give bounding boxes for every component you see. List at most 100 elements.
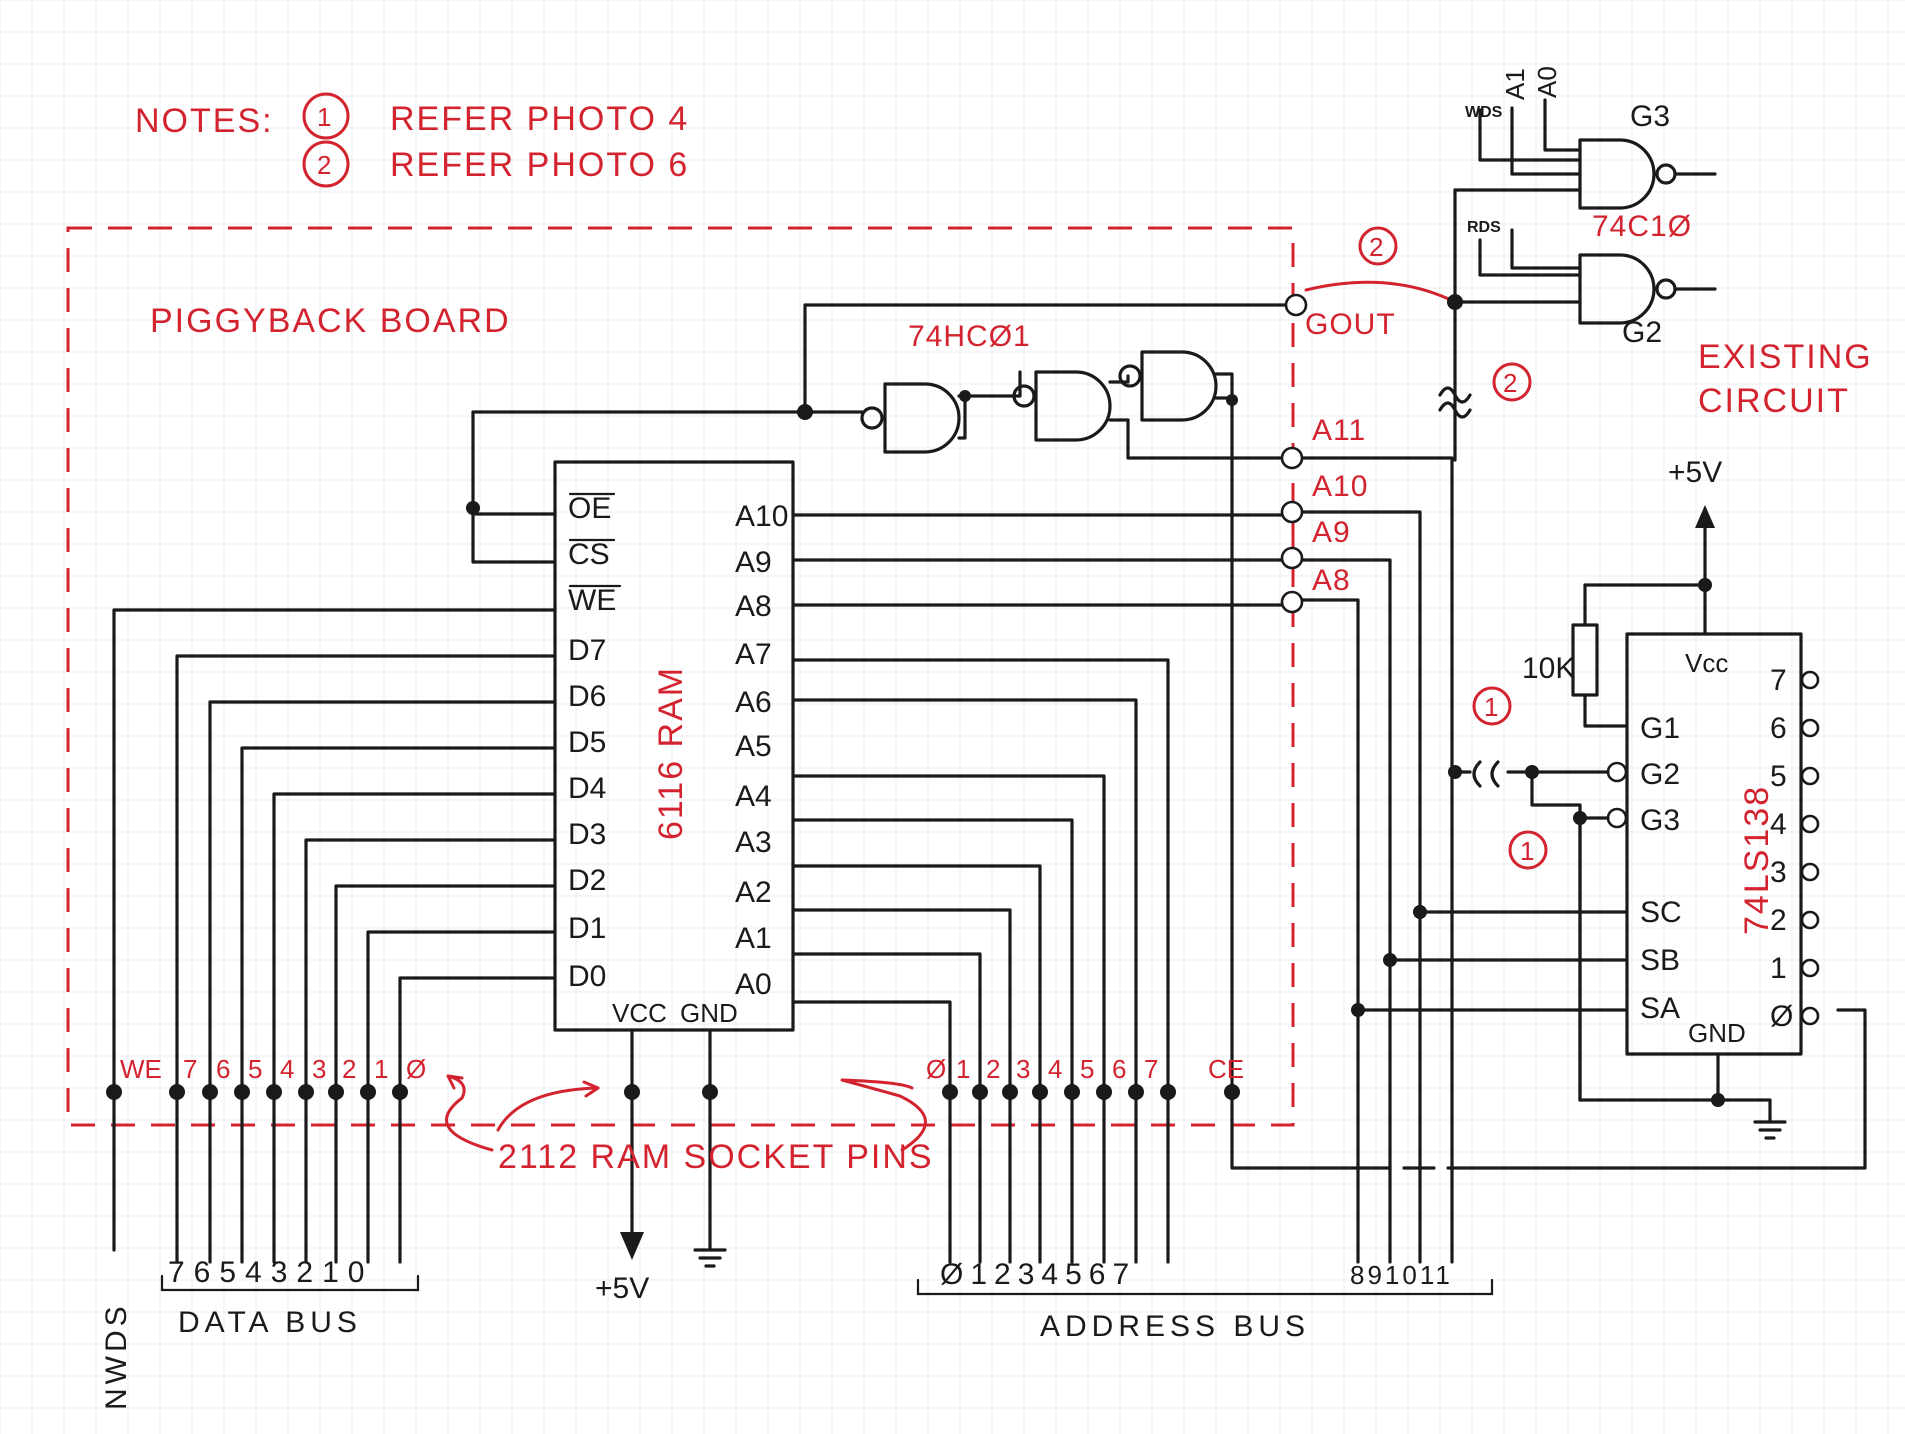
decoder-output-label-6: 1: [1770, 952, 1787, 985]
socket-pin-left-2: [202, 1084, 218, 1100]
c10-gate-g2: [1578, 253, 1656, 325]
plus5v-bottom: +5V: [595, 1272, 649, 1305]
hc01-gate-3-bubble: [1118, 364, 1142, 388]
rds-label: RDS: [1467, 219, 1501, 236]
socket-label-right-8: CE: [1208, 1054, 1244, 1084]
socket-pin-right-2: [1002, 1084, 1018, 1100]
ram-pin-a0: A0: [735, 968, 772, 1001]
decoder-input-sc: SC: [1640, 896, 1682, 929]
piggyback-board-outline: [66, 226, 1295, 1127]
address-bus-digits-low: Ø1234567: [940, 1258, 1136, 1291]
data-bus: 76543210 DATA BUS: [160, 1256, 420, 1339]
g2-bubble: [1606, 761, 1628, 783]
socket-pin-right-0: [942, 1084, 958, 1100]
hc01-gate-2: [1034, 370, 1112, 442]
ram-pin-d3: D3: [568, 818, 606, 851]
decoder-output-pin-4: [1800, 862, 1820, 882]
existing-label-2: CIRCUIT: [1698, 382, 1850, 420]
connector-a10: [1280, 500, 1304, 524]
data-bus-wires: [112, 410, 807, 1264]
note2-circle: [302, 140, 350, 188]
note2-text: REFER PHOTO 6: [390, 146, 689, 184]
socket-arrow-right: [840, 1078, 927, 1152]
ram-pin-oe: OE: [568, 492, 611, 525]
socket-arrow-left: [445, 1074, 494, 1152]
hc01-gate-3: [1140, 350, 1218, 422]
socket-label-right-3: 3: [1016, 1054, 1030, 1084]
decoder-output-label-2: 5: [1770, 760, 1787, 793]
marker1-circle-b: [1508, 830, 1548, 870]
address-bus-digits-high: 891011: [1350, 1260, 1453, 1290]
decoder-output-pin-3: [1800, 814, 1820, 834]
resistor-label: 10K: [1522, 652, 1575, 685]
decoder-vcc: Vcc: [1685, 648, 1728, 678]
marker1-b: 1: [1520, 836, 1534, 866]
ram-pin-a8: A8: [735, 590, 772, 623]
decoder-body: [1625, 632, 1803, 1056]
socket-label-left-5: 3: [312, 1054, 326, 1084]
socket-label-right-2: 2: [986, 1054, 1000, 1084]
socket-pin-right-4: [1064, 1084, 1080, 1100]
conn-label-a11: A11: [1312, 414, 1366, 447]
socket-pin-left-1: [169, 1084, 185, 1100]
socket-pin-left-8: [392, 1084, 408, 1100]
ram-pin-d1: D1: [568, 912, 606, 945]
marker2-mid: 2: [1503, 368, 1517, 398]
gout-jumper: [1304, 280, 1457, 304]
decoder-input-g2: G2: [1640, 758, 1680, 791]
socket-pin-right-6: [1128, 1084, 1144, 1100]
a0-label: A0: [1532, 66, 1562, 98]
hc01-gate-2-bubble: [1012, 384, 1036, 408]
piggyback-board-label: PIGGYBACK BOARD: [150, 302, 511, 340]
c10-label: 74C1Ø: [1592, 210, 1692, 243]
hc01-label: 74HCØ1: [908, 320, 1031, 353]
socket-pin-left-7: [360, 1084, 376, 1100]
socket-pin-right-5: [1096, 1084, 1112, 1100]
data-bus-digits: 76543210: [168, 1256, 373, 1289]
ram-pin-a3: A3: [735, 826, 772, 859]
socket-pin-left-5: [298, 1084, 314, 1100]
ram-pin-a5: A5: [735, 730, 772, 763]
nwds-label: NWDS: [100, 1302, 133, 1410]
socket-pin-left-0: [106, 1084, 122, 1100]
ram-chip-body: [553, 460, 795, 1032]
decoder-output-label-3: 4: [1770, 808, 1787, 841]
ram-vcc-label: VCC: [612, 998, 667, 1028]
decoder-output-pin-5: [1800, 910, 1820, 930]
cut-mark-top: [1438, 386, 1472, 404]
ram-gnd-label: GND: [680, 998, 738, 1028]
socket-label-right-6: 6: [1112, 1054, 1126, 1084]
decoder-name: 74LS138: [1738, 785, 1776, 935]
socket-pin-right-7: [1160, 1084, 1176, 1100]
socket-label-left-0: WE: [120, 1054, 162, 1084]
ram-pin-d4: D4: [568, 772, 606, 805]
decoder-output-pin-7: [1800, 1006, 1820, 1026]
socket-label-left-6: 2: [342, 1054, 356, 1084]
decoder-gnd: GND: [1688, 1018, 1746, 1048]
socket-pin-right-1: [972, 1084, 988, 1100]
socket-label-right-7: 7: [1144, 1054, 1158, 1084]
gout-label: GOUT: [1305, 308, 1396, 341]
address-bus: Ø1234567 891011 ADDRESS BUS: [916, 1258, 1494, 1343]
c10-gate-g3: [1578, 138, 1656, 210]
hc01-gate-1-bubble: [860, 406, 884, 430]
connector-gout: [1284, 293, 1308, 317]
data-bus-caption: DATA BUS: [178, 1306, 362, 1339]
decoder-output-label-7: Ø: [1770, 1000, 1793, 1033]
socket-label-right-0: Ø: [926, 1054, 946, 1084]
connector-a9: [1280, 546, 1304, 570]
cut-mark-g2: [1472, 760, 1500, 788]
ram-pin-d6: D6: [568, 680, 606, 713]
address-bus-caption: ADDRESS BUS: [1040, 1310, 1310, 1343]
connector-a11: [1280, 446, 1304, 470]
decoder-input-g1: G1: [1640, 712, 1680, 745]
socket-label-right-1: 1: [956, 1054, 970, 1084]
socket-label-left-1: 7: [183, 1054, 197, 1084]
marker1-circle-a: [1472, 686, 1512, 726]
ram-pin-a7: A7: [735, 638, 772, 671]
